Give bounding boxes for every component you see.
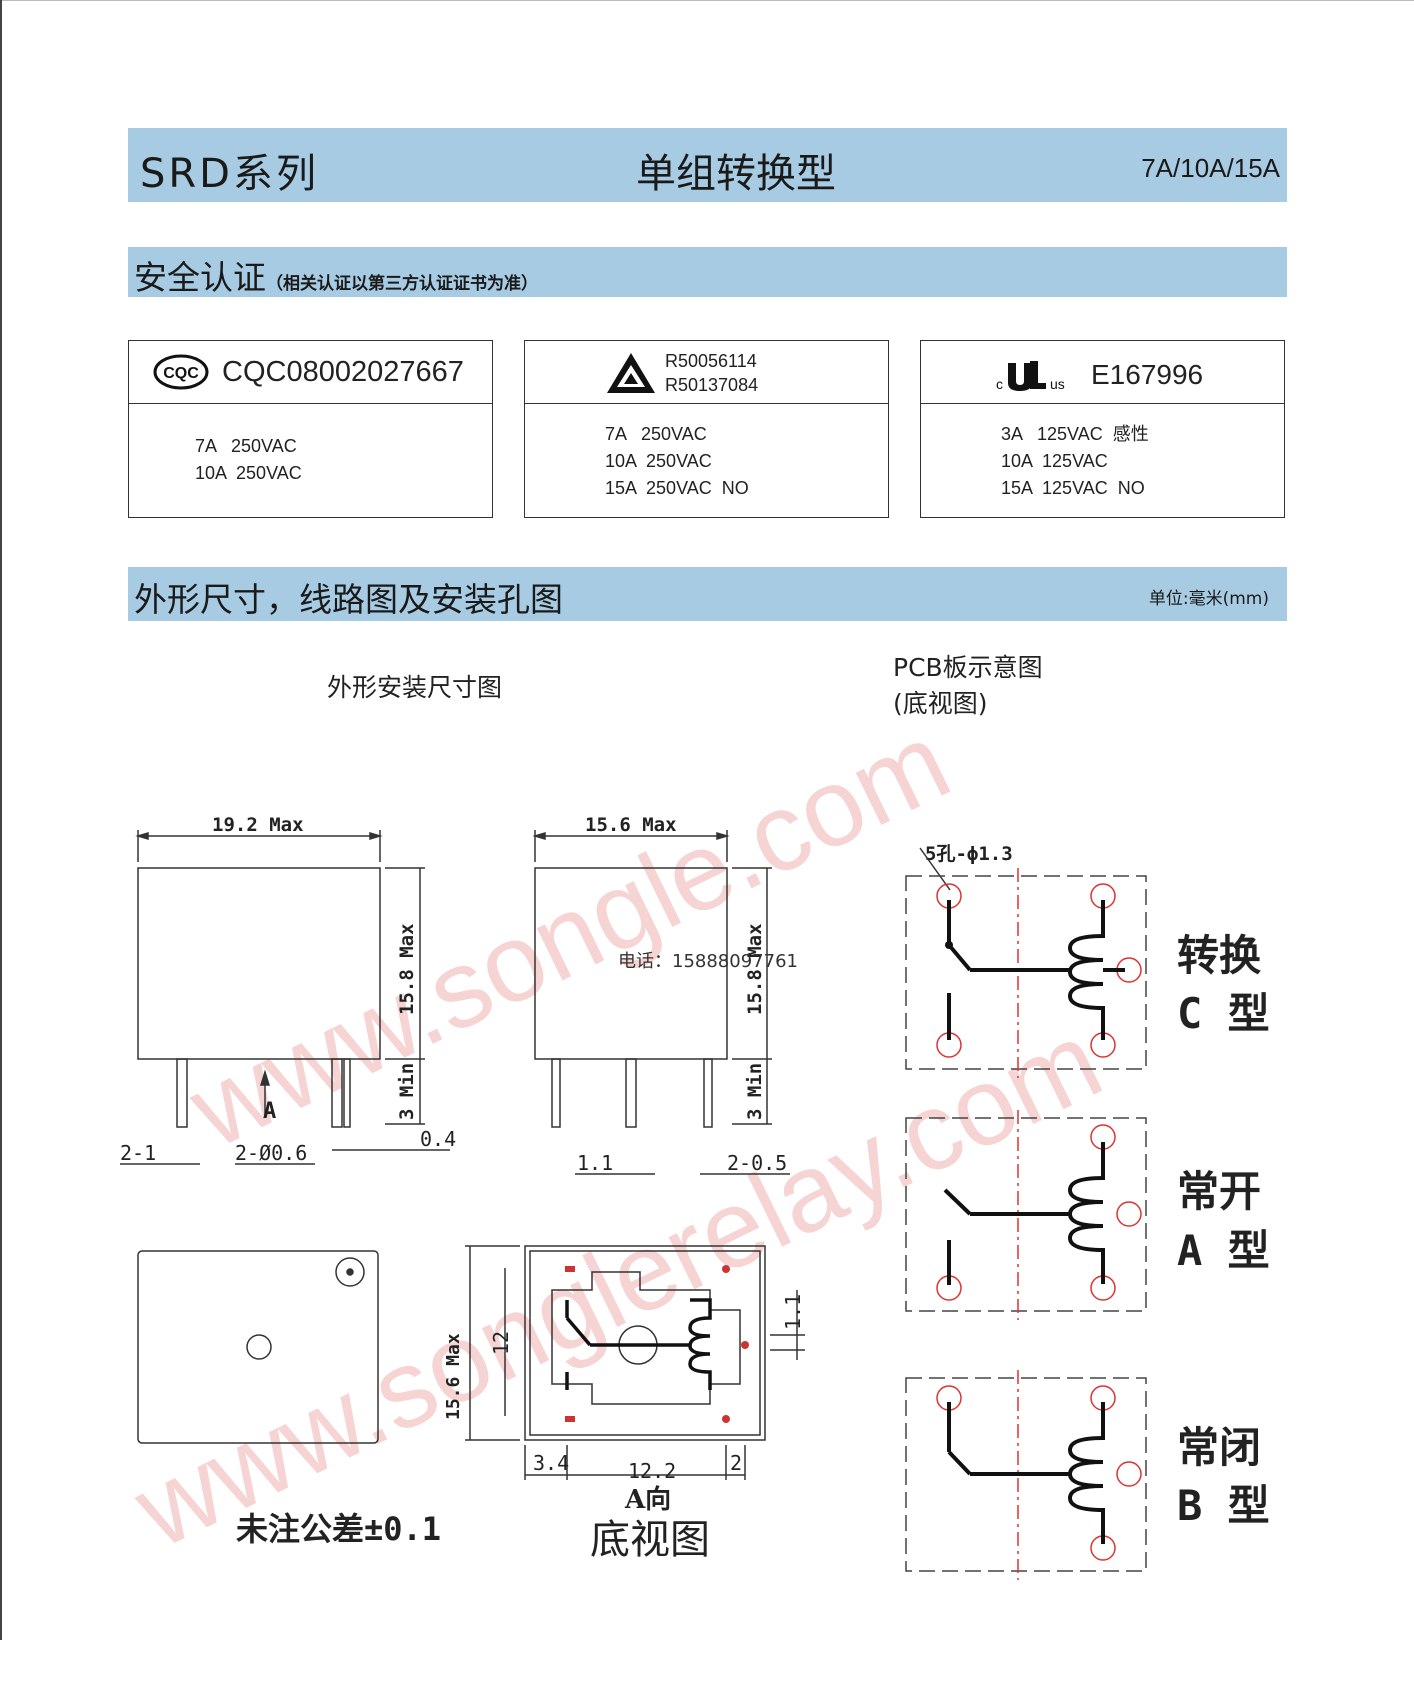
pcb-label: PCB板示意图 [893,653,1043,682]
bottom-view-pads [565,1265,749,1423]
pcb-type-b-l2: B 型 [1177,1481,1270,1530]
svg-text:c: c [996,376,1003,392]
pcb-bottom-view-label: (底视图) [893,689,988,718]
cqc-logo-icon: CQC [153,354,209,390]
tuv-triangle-icon [607,353,655,393]
pcb-hole-spec: 5孔-ϕ1.3 [925,843,1013,865]
bottom-view-circuit [565,1298,712,1390]
pcb-type-b: 常闭 B 型 [905,1370,1270,1580]
front-dim-pin-diameter: 2-Ø0.6 [235,1141,307,1165]
left-border [0,0,2,1640]
cqc-number: CQC08002027667 [222,356,464,388]
bottom-dim-12: 12 [489,1331,513,1355]
top-view [137,1250,379,1444]
a-direction-label: A向 [624,1484,671,1515]
svg-text:3 Min: 3 Min [396,1063,418,1120]
svg-text:A: A [263,1099,276,1124]
pcb-type-a-l2: A 型 [1177,1226,1270,1275]
svg-text:us: us [1050,376,1065,392]
bottom-dim-3-4: 3.4 [533,1451,569,1475]
front-dim-pin-width: 0.4 [420,1127,456,1151]
svg-text:15.8 Max: 15.8 Max [744,923,766,1015]
certification-note: （相关认证以第三方认证证书为准） [266,274,538,294]
side-view [532,830,790,1175]
certification-title: 安全认证（相关认证以第三方认证证书为准） [134,258,538,297]
relay-type: 单组转换型 [636,151,836,197]
pcb-type-c: 转换 C 型 [905,868,1270,1078]
svg-text:15.8 Max: 15.8 Max [396,923,418,1015]
outline-drawing-label: 外形安装尺寸图 [327,673,503,702]
svg-text:19.2 Max: 19.2 Max [212,814,304,836]
side-dim-pin: 2-0.5 [727,1151,787,1175]
bottom-view [465,1245,805,1480]
dimensions-band [128,567,1287,621]
tolerance-note: 未注公差±0.1 [236,1510,441,1548]
pcb-type-c-l2: C 型 [1177,989,1270,1038]
phone-watermark: 电话：15888097761 [618,951,798,972]
svg-text:www.songle.com: www.songle.com [171,699,968,1172]
svg-text:CQC: CQC [163,365,199,382]
top-border [0,0,1414,1]
cul-us-logo-icon: c us [996,361,1065,392]
side-view-labels: 15.6 Max 15.8 Max 3 Min [585,814,766,1120]
front-dim-pin-spacing: 2-1 [120,1141,156,1165]
pcb-type-c-l1: 转换 [1177,931,1261,980]
series-name: SRD系列 [140,151,319,197]
unit-label: 单位:毫米(mm) [1148,589,1269,609]
certification-band [128,247,1287,297]
title-band [128,128,1287,202]
pcb-type-b-l1: 常闭 [1177,1423,1261,1472]
front-view [120,830,450,1165]
bottom-dim-1-1: 1.1 [781,1294,805,1330]
bottom-dim-12-2: 12.2 [628,1459,676,1483]
pcb-type-a-l1: 常开 [1177,1167,1261,1216]
bottom-dim-2: 2 [730,1451,742,1475]
front-view-labels: 19.2 Max 15.8 Max 3 Min A [212,814,418,1124]
current-ratings: 7A/10A/15A [1141,153,1280,183]
pcb-type-a: 常开 A 型 [905,1110,1270,1320]
ul-number: E167996 [1091,359,1204,390]
svg-text:15.6 Max: 15.6 Max [585,814,677,836]
svg-text:3 Min: 3 Min [744,1063,766,1120]
bottom-dim-height: 15.6 Max [443,1333,464,1420]
bottom-view-label: 底视图 [590,1517,710,1563]
dimensions-title: 外形尺寸，线路图及安装孔图 [134,580,563,619]
side-dim-offset: 1.1 [577,1151,613,1175]
